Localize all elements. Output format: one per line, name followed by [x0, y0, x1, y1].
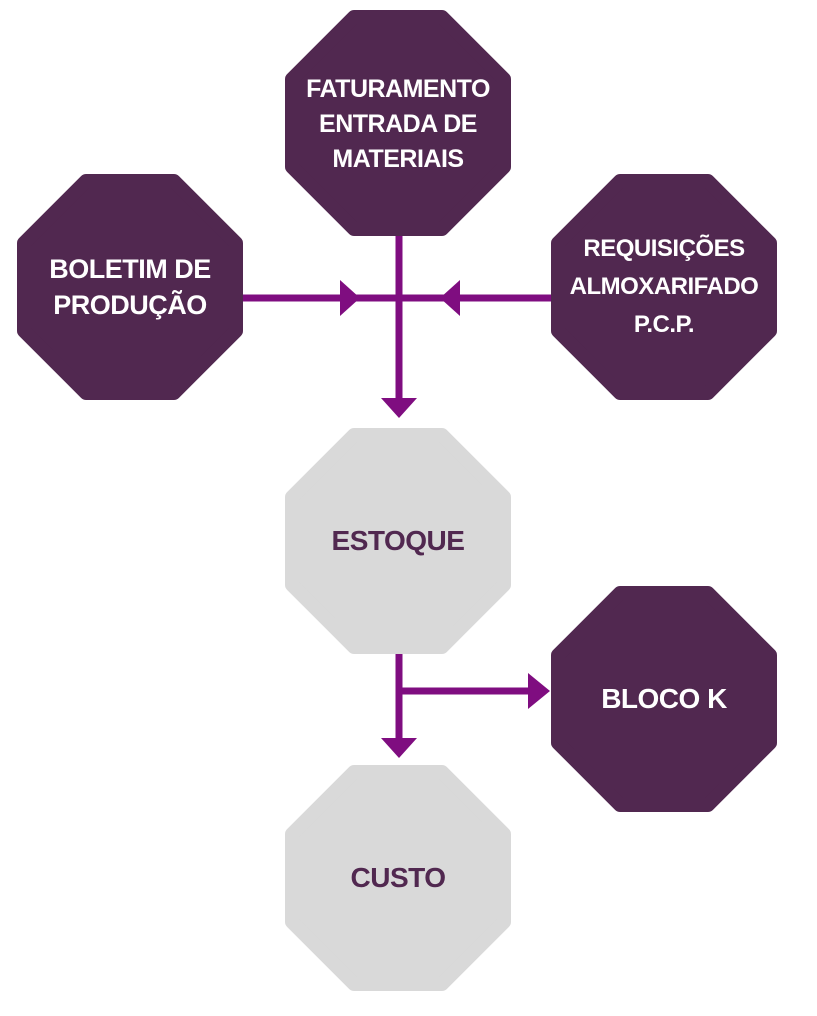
arrowhead-from-boletim	[340, 280, 360, 316]
arrowhead-to-custo	[381, 738, 417, 758]
node-bloco-k-shape	[551, 586, 777, 812]
arrowhead-to-estoque	[381, 398, 417, 418]
node-faturamento-shape	[285, 10, 511, 236]
node-boletim-shape	[17, 174, 243, 400]
node-custo-shape	[285, 765, 511, 991]
connectors	[236, 225, 560, 758]
arrowhead-from-requisicoes	[440, 280, 460, 316]
node-estoque-shape	[285, 428, 511, 654]
arrowhead-to-bloco-k	[528, 673, 550, 709]
node-requisicoes-shape	[551, 174, 777, 400]
